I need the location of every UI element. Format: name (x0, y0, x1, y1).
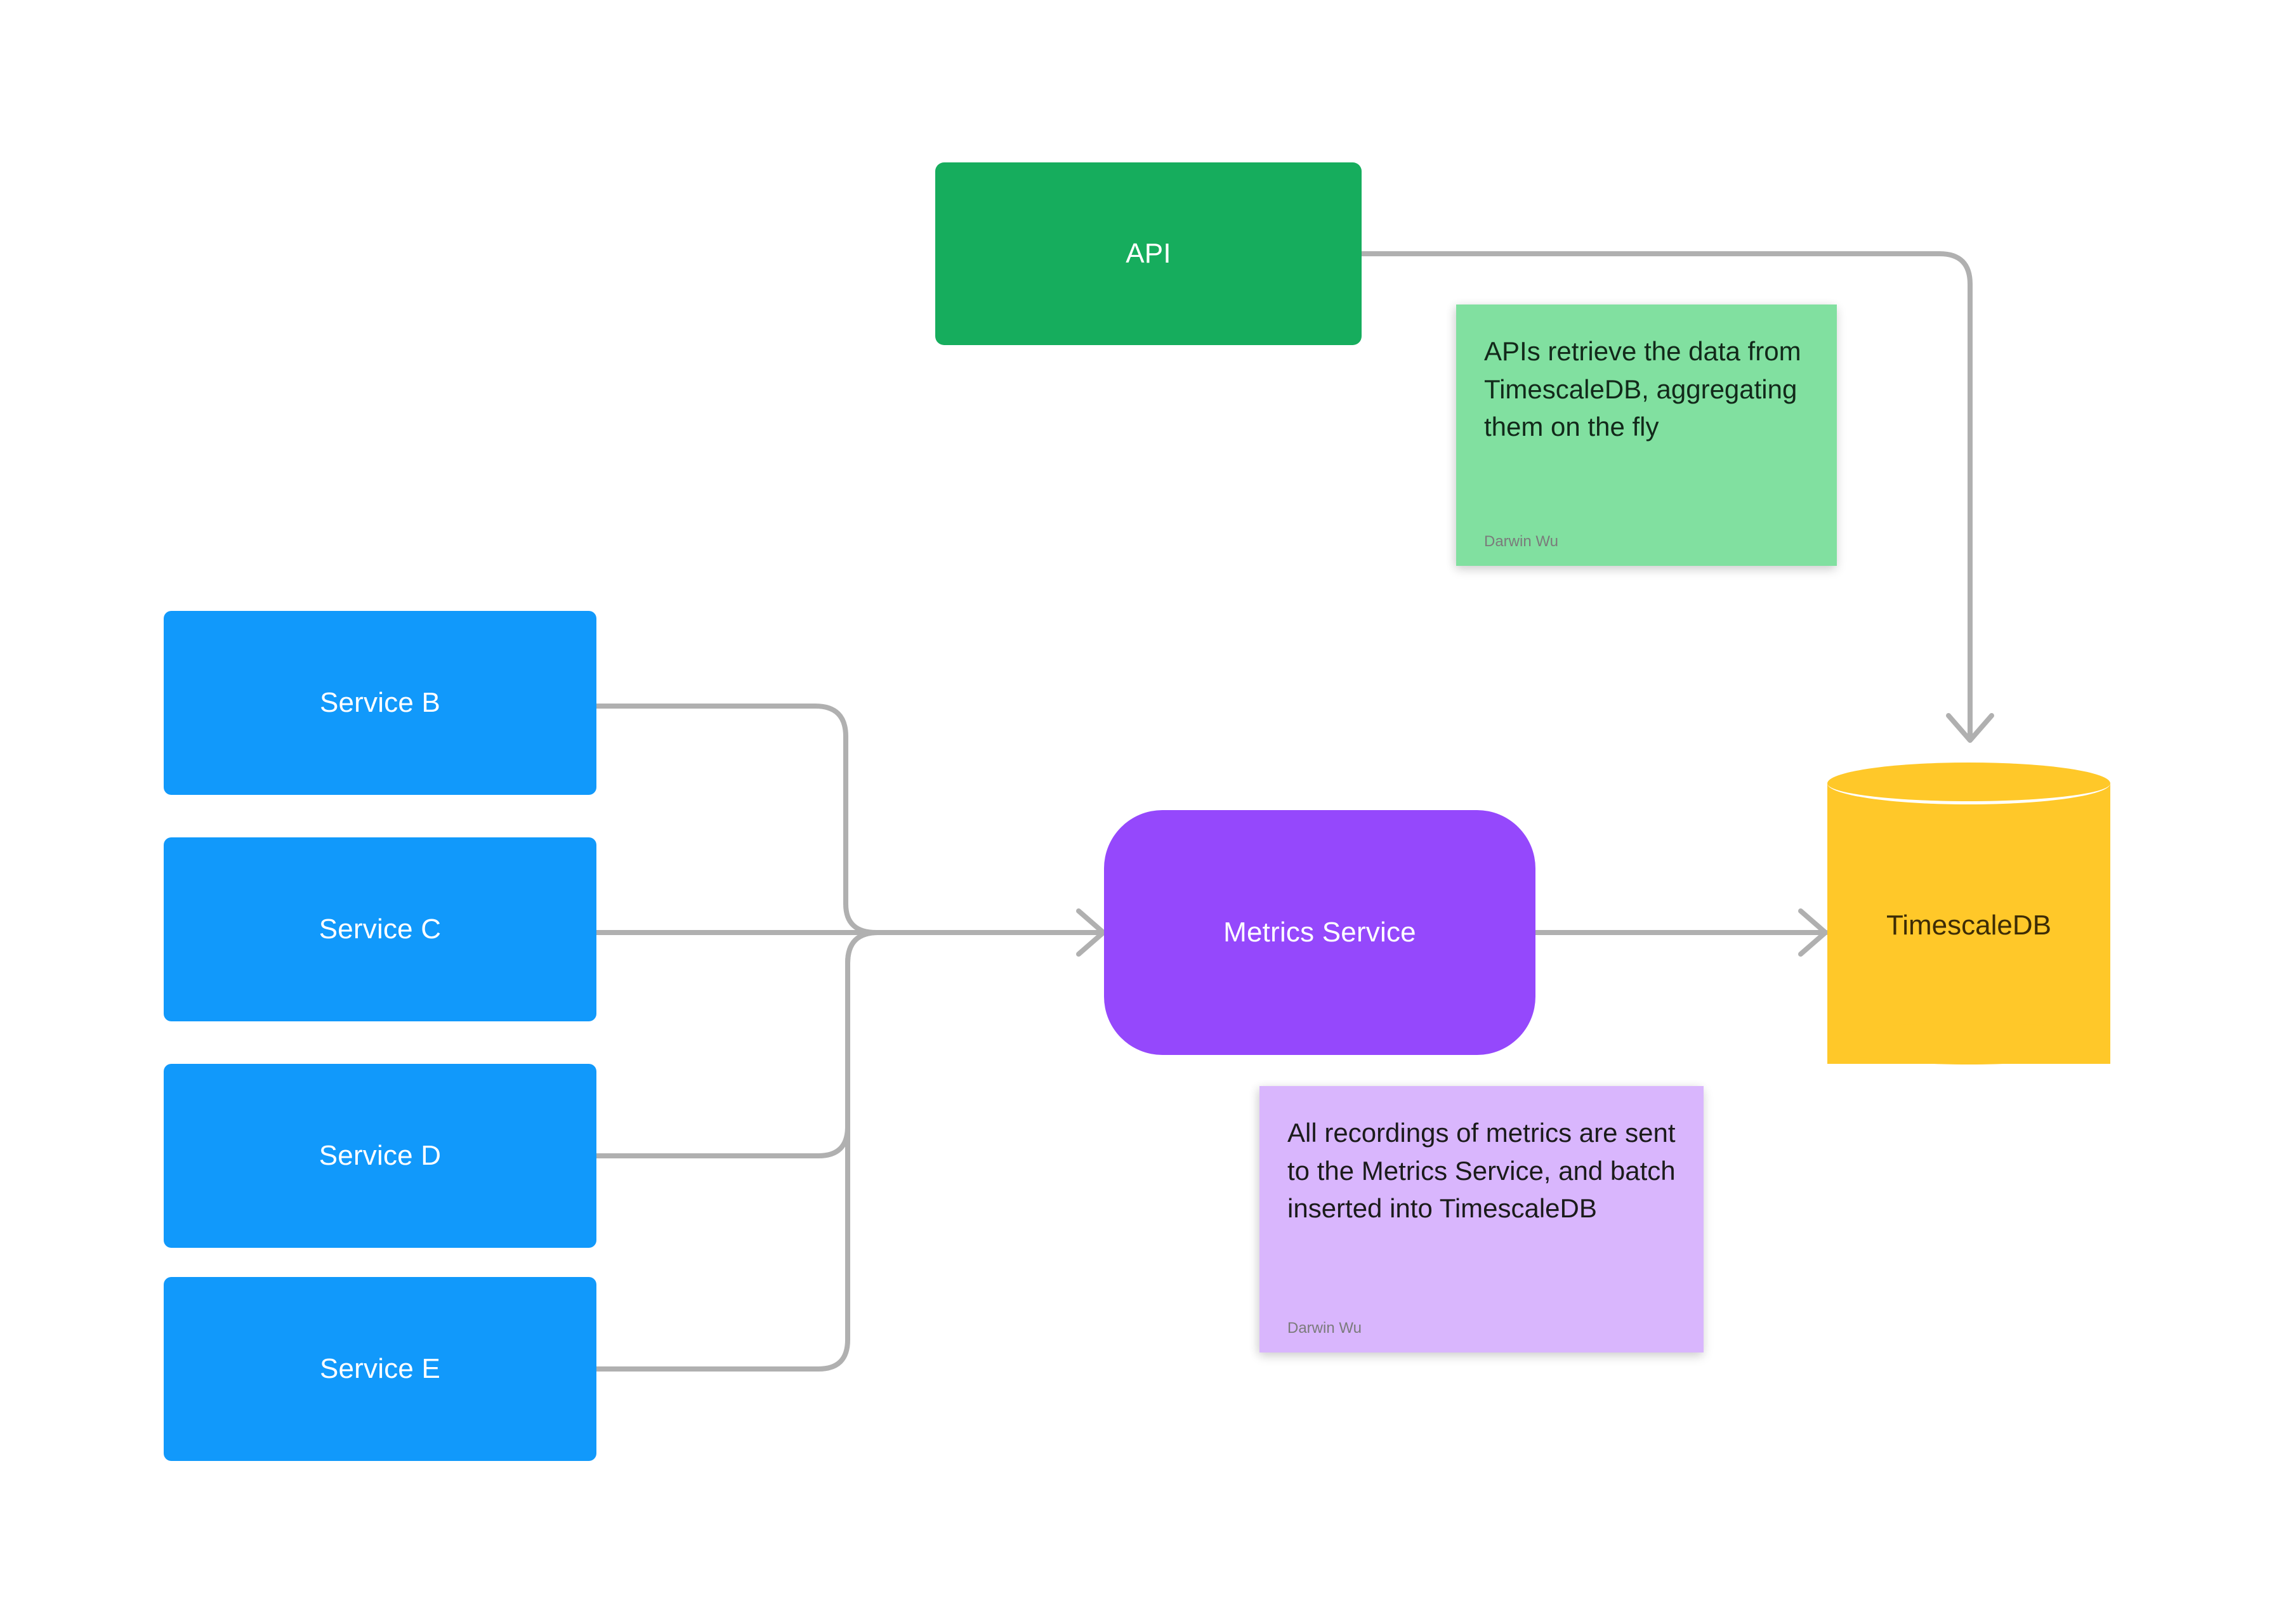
node-service-e[interactable]: Service E (164, 1277, 596, 1461)
node-service-c-label: Service C (319, 913, 442, 945)
node-service-e-label: Service E (319, 1352, 441, 1384)
sticky-note-api-text: APIs retrieve the data from TimescaleDB,… (1484, 336, 1801, 442)
edge-service-d-to-metrics (594, 930, 881, 1158)
sticky-note-api-author: Darwin Wu (1484, 533, 1558, 550)
node-service-b[interactable]: Service B (164, 611, 596, 795)
node-service-d-label: Service D (319, 1139, 442, 1171)
node-api[interactable]: API (935, 162, 1362, 345)
cylinder-body (1827, 783, 2110, 1064)
node-api-label: API (1126, 237, 1171, 269)
arrowhead-database-top (1946, 713, 1994, 743)
arrowhead-metrics-in (1076, 908, 1106, 957)
arrowhead-database-in (1798, 908, 1828, 957)
edge-service-b-to-metrics (594, 704, 879, 935)
node-service-c[interactable]: Service C (164, 837, 596, 1021)
sticky-note-metrics[interactable]: All recordings of metrics are sent to th… (1259, 1086, 1704, 1352)
node-database-label: TimescaleDB (1886, 910, 2051, 941)
sticky-note-metrics-text: All recordings of metrics are sent to th… (1287, 1118, 1676, 1224)
node-service-d[interactable]: Service D (164, 1064, 596, 1248)
cylinder-top-ellipse (1827, 763, 2110, 804)
node-database-timescaledb[interactable]: TimescaleDB (1827, 763, 2110, 1085)
sticky-note-api[interactable]: APIs retrieve the data from TimescaleDB,… (1456, 304, 1837, 566)
node-metrics-service-label: Metrics Service (1223, 916, 1416, 948)
cylinder-bottom-ellipse (1827, 1023, 2110, 1064)
sticky-note-metrics-author: Darwin Wu (1287, 1320, 1362, 1337)
node-metrics-service[interactable]: Metrics Service (1104, 810, 1535, 1055)
edge-service-e-to-metrics (594, 930, 881, 1372)
node-service-b-label: Service B (319, 686, 441, 718)
